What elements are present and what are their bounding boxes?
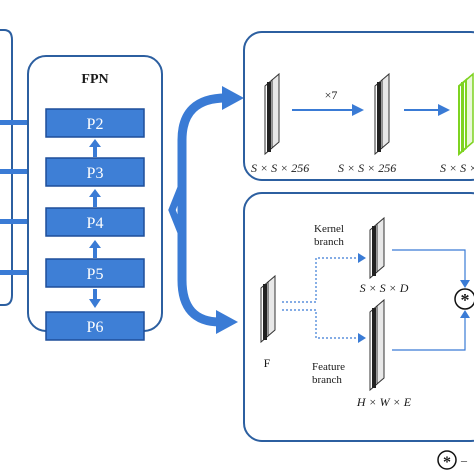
dynamic-conv-operator: [454, 288, 474, 310]
svg-text:P5: P5: [87, 266, 104, 283]
top-feature-map-2: [374, 72, 390, 156]
top-feature-map-1: [264, 72, 280, 156]
svg-text:P3: P3: [87, 165, 104, 182]
kernel-branch-label-2: branch: [314, 236, 344, 248]
fpn-vertical-arrows: [89, 139, 101, 308]
feature-branch-label-1: Feature: [312, 361, 345, 373]
legend: * –: [437, 450, 468, 471]
kernel-dims: S × S × D: [360, 281, 409, 295]
input-feature-map-f: [260, 274, 276, 344]
feature-branch-label-2: branch: [312, 374, 342, 386]
fpn-level-p5: P5: [45, 258, 145, 288]
top-dim-2: S × S × 256: [338, 161, 396, 175]
kernel-in-arrowhead: [358, 253, 366, 263]
legend-conv-symbol: *: [443, 454, 451, 471]
svg-text:P4: P4: [87, 215, 104, 232]
dynamic-conv-symbol: *: [461, 290, 470, 310]
top-dim-3: S × S ×: [440, 161, 474, 175]
branch-split-arrow: [168, 86, 244, 334]
conv-bottom-arrowhead: [460, 310, 470, 318]
fpn-title: FPN: [81, 72, 108, 87]
bottom-branch-panel: [243, 192, 474, 442]
branch-connectors: [282, 257, 362, 339]
fpn-level-p4: P4: [45, 207, 145, 237]
conv-top-arrowhead: [460, 280, 470, 288]
feature-dims: H × W × E: [356, 395, 412, 409]
input-label-f: F: [264, 356, 271, 370]
feature-in-arrowhead: [358, 333, 366, 343]
kernel-branch-label-1: Kernel: [314, 223, 344, 235]
top-feature-map-green: [458, 72, 474, 157]
top-dim-1: S × S × 256: [251, 161, 309, 175]
backbone-panel: [0, 29, 13, 306]
conv-connectors: [392, 249, 466, 351]
legend-text: –: [460, 453, 468, 467]
top-repeat-label: ×7: [325, 88, 338, 102]
svg-text:P6: P6: [87, 319, 104, 336]
feature-branch-map: [369, 298, 385, 392]
fpn-level-p6: P6: [45, 311, 145, 341]
legend-conv-icon: [437, 450, 457, 470]
svg-text:P2: P2: [87, 116, 104, 133]
kernel-branch-map: [369, 216, 385, 280]
fpn-level-p3: P3: [45, 157, 145, 187]
fpn-level-p2: P2: [45, 108, 145, 138]
